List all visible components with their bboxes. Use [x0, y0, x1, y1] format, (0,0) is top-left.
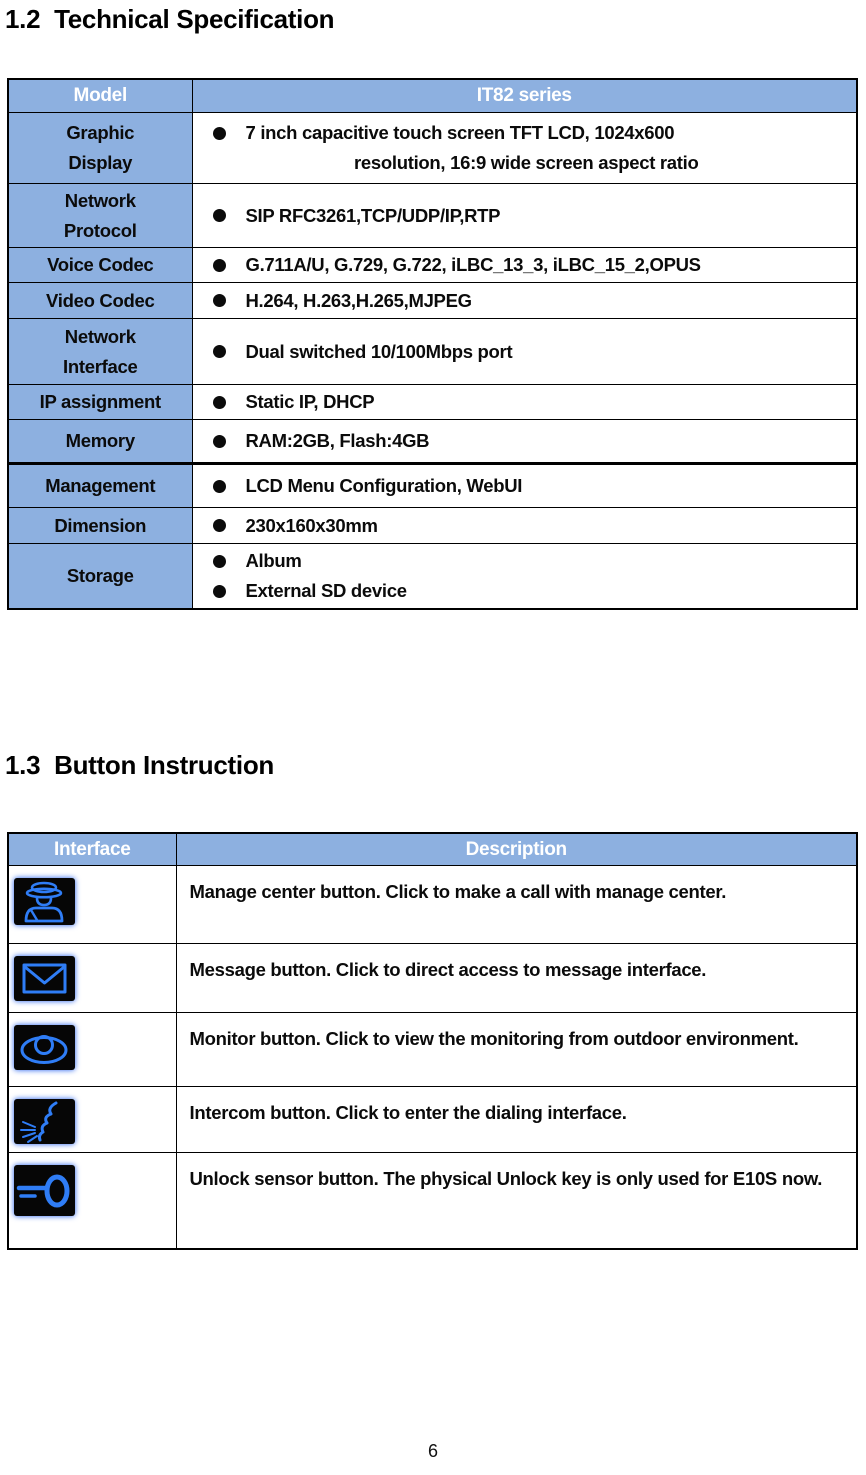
- spec-text: Album: [245, 550, 302, 571]
- bullet-icon: [212, 434, 226, 448]
- row-label: Network Protocol: [7, 183, 193, 248]
- spec-text: H.264, H.263,H.265,MJPEG: [245, 289, 473, 311]
- table-row-storage: Storage Album External SD device: [7, 543, 858, 610]
- button-description: Manage center button. Click to make a ca…: [175, 865, 858, 944]
- row-label: Management: [7, 462, 193, 508]
- row-label: Dimension: [7, 507, 193, 544]
- table-row-management: Management LCD Menu Configuration, WebUI: [7, 462, 858, 508]
- table-row-video-codec: Video Codec H.264, H.263,H.265,MJPEG: [7, 282, 858, 319]
- table-row-monitor: Monitor button. Click to view the monito…: [7, 1012, 858, 1087]
- spec-line: Album: [205, 546, 849, 576]
- button-description: Message button. Click to direct access t…: [175, 943, 858, 1013]
- page-number: 6: [427, 1441, 438, 1461]
- bullet-icon: [212, 584, 226, 598]
- table-row-ip-assignment: IP assignment Static IP, DHCP: [7, 384, 858, 420]
- bullet-icon: [212, 258, 226, 272]
- spec-line: SIP RFC3261,TCP/UDP/IP,RTP: [205, 201, 849, 231]
- column-header-model: Model: [7, 78, 193, 113]
- table-row-message: Message button. Click to direct access t…: [7, 943, 858, 1013]
- row-label: Video Codec: [7, 282, 193, 319]
- bullet-icon: [212, 294, 226, 307]
- spec-line: 230x160x30mm: [205, 511, 849, 541]
- table-row-dimension: Dimension 230x160x30mm: [7, 507, 858, 544]
- row-label: IP assignment: [7, 384, 193, 420]
- spec-line: Dual switched 10/100Mbps port: [205, 337, 849, 367]
- spec-text: 230x160x30mm: [245, 514, 378, 536]
- row-label: Graphic Display: [7, 112, 193, 184]
- bullet-icon: [212, 519, 226, 532]
- column-header-interface: Interface: [7, 832, 177, 866]
- spec-text: Static IP, DHCP: [245, 391, 375, 412]
- spec-line: RAM:2GB, Flash:4GB: [205, 426, 849, 456]
- spec-line: G.711A/U, G.729, G.722, iLBC_13_3, iLBC_…: [205, 250, 849, 280]
- bullet-icon: [212, 209, 226, 222]
- spec-line: LCD Menu Configuration, WebUI: [205, 471, 849, 501]
- section-heading-technical-specification: 1.2 Technical Specification: [5, 4, 335, 34]
- table-row-graphic-display: Graphic Display 7 inch capacitive touch …: [7, 112, 858, 184]
- button-instruction-table: Interface Description Manage center butt…: [7, 832, 858, 1250]
- table-row-intercom: Intercom button. Click to enter the dial…: [7, 1086, 858, 1153]
- column-header-it82-series: IT82 series: [191, 78, 858, 113]
- table-header-row: Interface Description: [7, 832, 858, 866]
- intercom-icon: [14, 1099, 75, 1144]
- table-row-unlock: Unlock sensor button. The physical Unloc…: [7, 1152, 858, 1249]
- table-row-memory: Memory RAM:2GB, Flash:4GB: [7, 419, 858, 464]
- section-heading-button-instruction: 1.3 Button Instruction: [5, 750, 274, 780]
- spec-text: SIP RFC3261,TCP/UDP/IP,RTP: [245, 204, 501, 226]
- spec-line: External SD device: [205, 576, 849, 606]
- spec-line: H.264, H.263,H.265,MJPEG: [205, 286, 849, 316]
- column-header-description: Description: [175, 832, 858, 866]
- spec-text: G.711A/U, G.729, G.722, iLBC_13_3, iLBC_…: [245, 254, 702, 275]
- spec-text: LCD Menu Configuration, WebUI: [245, 475, 523, 496]
- spec-text: Dual switched 10/100Mbps port: [245, 340, 513, 362]
- bullet-icon: [212, 479, 226, 493]
- technical-specification-table: Model IT82 series Graphic Display 7 inch…: [7, 78, 858, 610]
- row-label: Voice Codec: [7, 247, 193, 283]
- button-description: Monitor button. Click to view the monito…: [175, 1012, 858, 1087]
- button-description: Intercom button. Click to enter the dial…: [175, 1086, 858, 1153]
- bullet-icon: [212, 554, 226, 568]
- row-label: Network Interface: [7, 318, 193, 385]
- table-row-manage-center: Manage center button. Click to make a ca…: [7, 865, 858, 944]
- spec-text: External SD device: [245, 580, 407, 601]
- message-icon: [14, 956, 75, 1001]
- table-row-network-protocol: Network Protocol SIP RFC3261,TCP/UDP/IP,…: [7, 183, 858, 248]
- row-label: Memory: [7, 419, 193, 464]
- spec-line-continued: resolution, 16:9 wide screen aspect rati…: [354, 152, 699, 173]
- monitor-icon: [14, 1025, 75, 1070]
- bullet-icon: [212, 126, 226, 140]
- manage-center-icon: [14, 878, 75, 925]
- spec-text: RAM:2GB, Flash:4GB: [245, 430, 430, 451]
- table-row-network-interface: Network Interface Dual switched 10/100Mb…: [7, 318, 858, 385]
- bullet-icon: [212, 395, 226, 409]
- row-label: Storage: [7, 543, 193, 610]
- spec-line: 7 inch capacitive touch screen TFT LCD, …: [205, 118, 849, 148]
- unlock-icon: [14, 1165, 75, 1216]
- button-description: Unlock sensor button. The physical Unloc…: [175, 1152, 858, 1249]
- spec-line: Static IP, DHCP: [205, 387, 849, 417]
- spec-text: 7 inch capacitive touch screen TFT LCD, …: [245, 122, 675, 143]
- bullet-icon: [212, 345, 226, 358]
- table-header-row: Model IT82 series: [7, 78, 858, 113]
- table-row-voice-codec: Voice Codec G.711A/U, G.729, G.722, iLBC…: [7, 247, 858, 283]
